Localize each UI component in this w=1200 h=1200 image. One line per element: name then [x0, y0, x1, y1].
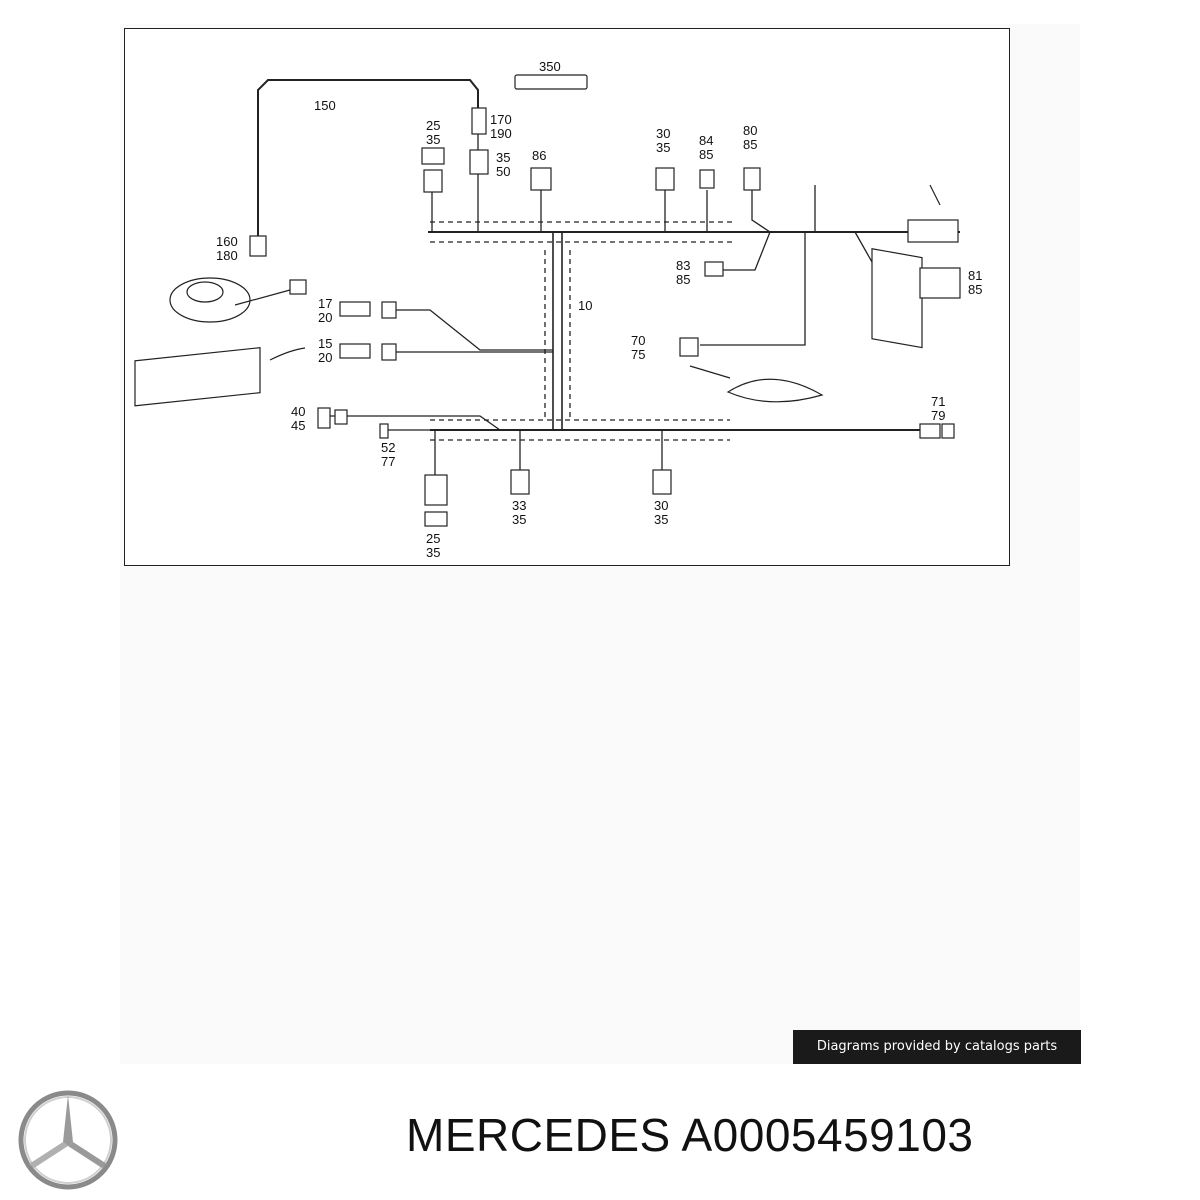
- sensor-component: [726, 378, 824, 403]
- label-25-bottom: 25: [426, 531, 440, 546]
- part-number: A0005459103: [681, 1109, 974, 1161]
- label-10: 10: [578, 298, 592, 313]
- harness-trunk-dashed: [544, 250, 571, 420]
- connector-30-35-top: [655, 167, 675, 191]
- page-title: MERCEDES A0005459103: [406, 1108, 973, 1162]
- label-50: 50: [496, 164, 510, 179]
- connector-15-20: [339, 343, 371, 359]
- label-75: 75: [631, 347, 645, 362]
- label-45: 45: [291, 418, 305, 433]
- label-20-15: 20: [318, 350, 332, 365]
- label-30-top: 30: [656, 126, 670, 141]
- main-harness-dashed-upper: [430, 221, 735, 243]
- connector-35-50: [469, 149, 489, 175]
- control-module-left: [134, 347, 261, 407]
- harness-trunk: [552, 232, 563, 430]
- cable-150: [257, 79, 479, 236]
- connector-83-85: [704, 261, 724, 277]
- label-77: 77: [381, 454, 395, 469]
- connector-70-75: [679, 337, 699, 357]
- label-350: 350: [539, 59, 561, 74]
- connector-350: [514, 74, 588, 90]
- label-33: 33: [512, 498, 526, 513]
- label-150: 150: [314, 98, 336, 113]
- label-35-33: 35: [512, 512, 526, 527]
- label-71: 71: [931, 394, 945, 409]
- label-52: 52: [381, 440, 395, 455]
- connector-81-85: [919, 267, 961, 299]
- label-70: 70: [631, 333, 645, 348]
- connector-71-79: [919, 423, 941, 439]
- label-80: 80: [743, 123, 757, 138]
- label-85-84: 85: [699, 147, 713, 162]
- label-85-81: 85: [968, 282, 982, 297]
- connector-33-35: [510, 469, 530, 495]
- label-160: 160: [216, 234, 238, 249]
- label-86: 86: [532, 148, 546, 163]
- label-35-25bottom: 35: [426, 545, 440, 560]
- label-40: 40: [291, 404, 305, 419]
- label-30-bottom: 30: [654, 498, 668, 513]
- label-180: 180: [216, 248, 238, 263]
- connector-block-right: [907, 219, 959, 243]
- label-17: 17: [318, 296, 332, 311]
- label-83: 83: [676, 258, 690, 273]
- label-15: 15: [318, 336, 332, 351]
- label-25-top: 25: [426, 118, 440, 133]
- label-35-30top: 35: [656, 140, 670, 155]
- label-20-17: 20: [318, 310, 332, 325]
- connector-80-85: [743, 167, 761, 191]
- label-35: 35: [496, 150, 510, 165]
- label-170: 170: [490, 112, 512, 127]
- connector-170: [471, 107, 487, 135]
- label-190: 190: [490, 126, 512, 141]
- label-84: 84: [699, 133, 713, 148]
- label-79: 79: [931, 408, 945, 423]
- diagram-frame: [124, 28, 1010, 566]
- control-unit-top-right: [871, 248, 923, 349]
- mercedes-star-icon: [18, 1090, 118, 1190]
- connector-25-35-top: [421, 147, 445, 165]
- label-85-83: 85: [676, 272, 690, 287]
- diagram-caption: Diagrams provided by catalogs parts: [793, 1030, 1081, 1064]
- label-85-80: 85: [743, 137, 757, 152]
- label-81: 81: [968, 268, 982, 283]
- connector-52-77: [379, 423, 389, 439]
- connector-160-180: [249, 235, 267, 257]
- connector-30-35-bottom: [652, 469, 672, 495]
- brand-name: MERCEDES: [406, 1109, 671, 1161]
- connector-86: [530, 167, 552, 191]
- label-35-30bottom: 35: [654, 512, 668, 527]
- connector-17-20: [339, 301, 371, 317]
- label-35-top: 35: [426, 132, 440, 147]
- main-harness-dashed-lower: [430, 419, 730, 441]
- connector-25-35-bottom: [424, 474, 448, 506]
- connector-40-45: [317, 407, 331, 429]
- connector-84-85: [699, 169, 715, 189]
